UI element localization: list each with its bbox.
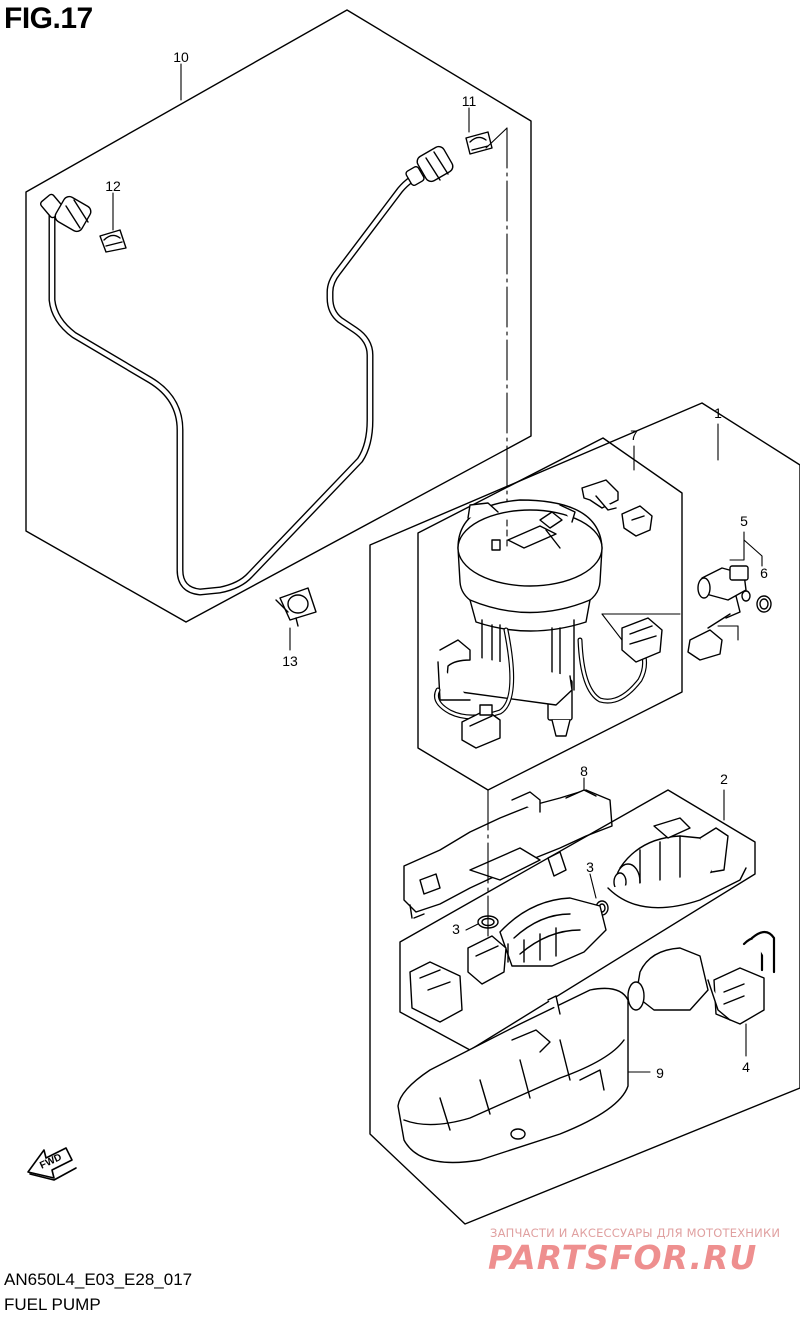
panel-pump-module [417,437,683,791]
callout-labels: 1 2 3 3 4 5 6 7 8 9 10 11 12 13 [105,49,768,1081]
pump-motor [607,817,747,909]
pressure-hose-fitting [687,613,731,661]
callout-12: 12 [105,178,121,194]
callout-2: 2 [720,771,728,787]
fuel-hose [48,168,429,596]
hose-connector-left [39,193,92,233]
clamp-13 [275,587,317,627]
fwd-arrow-icon: FWD [27,1147,77,1181]
clamp-12 [99,229,127,253]
pump-flange [457,499,603,632]
clamp-11 [465,131,493,155]
figure-name: FUEL PUMP [4,1295,101,1314]
model-code: AN650L4_E03_E28_017 [4,1270,193,1289]
filter-holder [467,897,607,985]
pump-body-frame [437,619,575,737]
pump-mount-left [409,961,463,1023]
pump-tray [397,987,629,1164]
pressure-regulator [697,565,751,619]
fuel-level-sender [627,930,776,1025]
callout-10: 10 [173,49,189,65]
hose-connector-right [405,145,454,187]
callout-5: 5 [740,513,748,529]
callout-13: 13 [282,653,298,669]
pump-connector-b [621,617,663,663]
leader-lines-hose [112,63,508,651]
pump-connector-a [461,704,501,749]
retainer-clips [581,479,653,537]
watermark-tagline: ЗАПЧАСТИ И АКСЕССУАРЫ ДЛЯ МОТОТЕХНИКИ [490,1226,781,1240]
callout-8: 8 [580,763,588,779]
callout-9: 9 [656,1065,664,1081]
callout-6: 6 [760,565,768,581]
callout-11: 11 [462,93,477,109]
callout-7: 7 [630,427,638,443]
callout-3a: 3 [586,859,594,875]
callout-3b: 3 [452,921,460,937]
leader-lines-pump [465,423,763,1073]
pump-bracket [403,789,613,919]
panel-hose-assembly [25,9,532,623]
callout-1: 1 [714,405,722,421]
watermark-logo: PARTSFOR.RU [488,1238,758,1277]
panel-pump-motor [399,789,756,1051]
figure-title: FIG.17 [4,2,93,35]
o-ring-6 [756,595,772,613]
panel-fuel-pump-assembly [369,402,800,1225]
callout-4: 4 [742,1059,750,1075]
